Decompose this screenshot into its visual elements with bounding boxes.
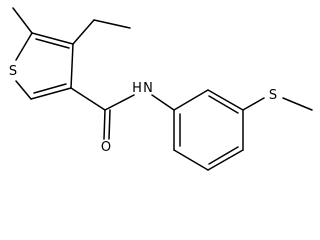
bond-ethyl-ch2 (72, 19, 95, 45)
bond-ring-c5-c4 (31, 32, 74, 45)
bond-benzene-2 (207, 89, 244, 111)
atom-label-hydrogen: H (132, 81, 142, 96)
atom-label-ring-sulfur: S (9, 64, 17, 79)
bond-ring-s-c5 (15, 32, 33, 61)
chemical-structure-diagram: S H N O S (9, 7, 313, 171)
bond-benzene-4 (207, 149, 244, 171)
bond-ethyl-ch3 (93, 19, 131, 29)
bond-carbonyl-to-nitrogen (104, 94, 135, 111)
bond-benzene-4-inner (208, 146, 239, 165)
atom-label-thioether-sulfur: S (269, 88, 277, 103)
bond-sulfur-to-methyl (282, 97, 313, 111)
bond-ring-to-sulfur (242, 97, 265, 111)
bond-ring-to-carbonyl (70, 87, 106, 111)
atom-label-nitrogen: N (143, 81, 153, 96)
bond-benzene-2-inner (208, 95, 239, 114)
bond-methyl (12, 7, 33, 34)
bond-ring-c2-s (15, 80, 32, 100)
bond-benzene-1 (173, 89, 209, 111)
bond-ring-c3-c2 (30, 87, 72, 100)
bond-carbonyl-double-1 (103, 109, 106, 140)
bond-benzene-5 (173, 149, 209, 171)
bond-ring-c5-c4-inner (35, 38, 70, 49)
bond-ring-c4-c3 (70, 43, 74, 89)
bond-nitrogen-to-phenyl (151, 94, 175, 111)
atom-label-oxygen: O (101, 140, 111, 155)
bond-carbonyl-double-2 (108, 109, 111, 140)
bond-ring-c3-c2-inner (33, 83, 67, 94)
